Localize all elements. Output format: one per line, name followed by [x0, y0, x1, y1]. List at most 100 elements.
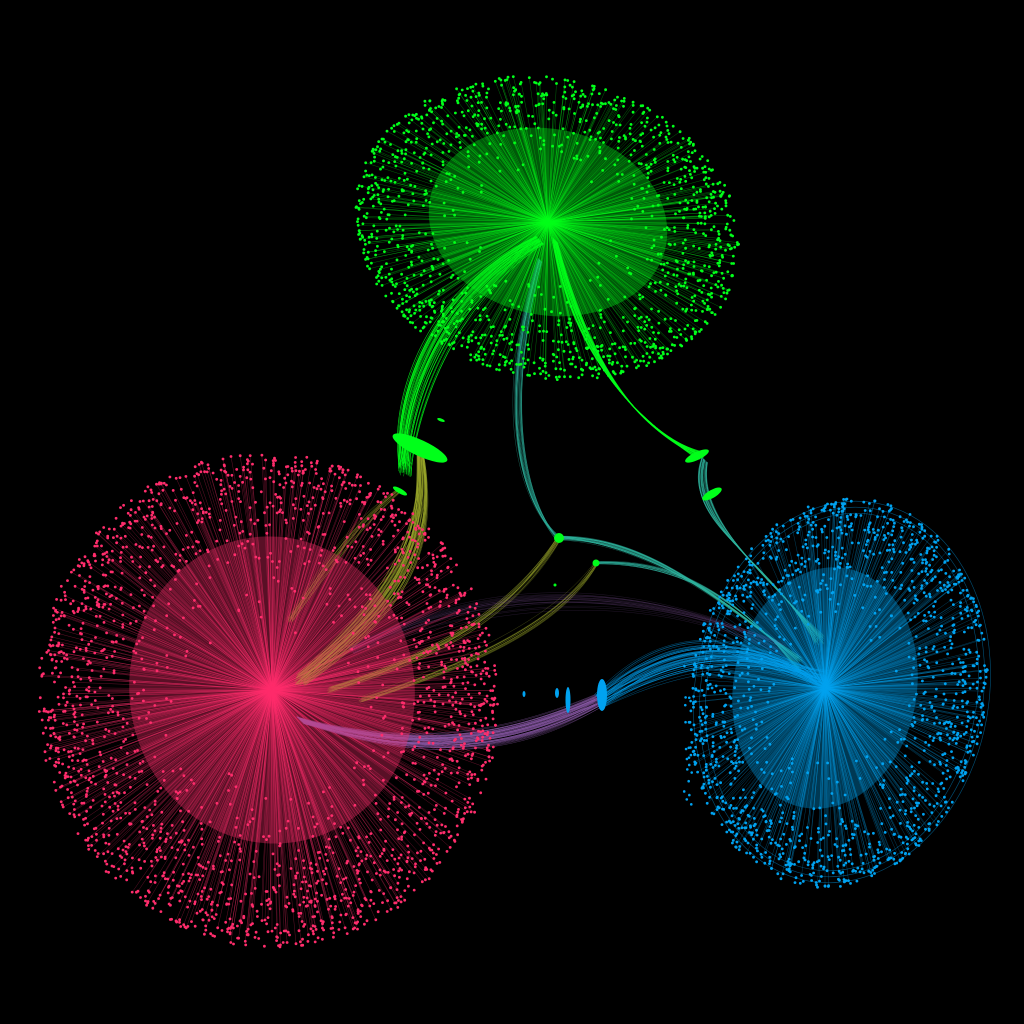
blue-node — [952, 704, 956, 708]
green-node — [606, 297, 610, 301]
pink-node — [189, 778, 193, 782]
pink-node — [42, 672, 45, 676]
green-node — [370, 173, 374, 177]
blue-node — [924, 619, 928, 623]
green-node — [593, 116, 596, 120]
green-node — [698, 278, 702, 282]
pink-node — [372, 861, 376, 865]
blue-node — [917, 652, 921, 656]
pink-node — [463, 812, 466, 815]
green-node — [508, 106, 511, 110]
blue-node — [964, 665, 967, 668]
blue-node — [704, 705, 708, 709]
pink-node — [72, 680, 75, 684]
pink-node — [237, 843, 241, 846]
green-node — [513, 125, 517, 129]
pink-node — [57, 757, 60, 761]
pink-node — [362, 783, 366, 787]
green-node — [663, 317, 667, 321]
blue-node — [907, 655, 911, 659]
blue-node — [919, 553, 923, 556]
pink-node — [457, 766, 461, 770]
green-node — [641, 104, 645, 108]
green-node — [717, 236, 720, 240]
pink-node — [151, 498, 155, 501]
blue-node — [902, 541, 905, 545]
blue-node — [704, 765, 708, 769]
pink-node — [154, 856, 158, 859]
green-node — [500, 83, 503, 87]
green-node — [401, 237, 404, 240]
pink-node — [111, 697, 114, 700]
blue-node — [924, 827, 927, 831]
pink-node — [274, 890, 278, 894]
pink-node — [199, 822, 203, 825]
pink-node — [240, 542, 244, 546]
blue-node — [906, 778, 910, 782]
blue-node — [940, 815, 944, 818]
blue-node — [754, 727, 758, 731]
blue-node — [906, 842, 909, 846]
pink-node — [431, 643, 434, 647]
pink-node — [365, 557, 369, 561]
blue-node — [956, 715, 959, 719]
pink-node — [297, 912, 301, 915]
pink-node — [102, 852, 105, 856]
pink-node — [364, 593, 368, 596]
green-node — [564, 97, 568, 100]
blue-node — [746, 595, 749, 599]
pink-node — [64, 771, 68, 775]
blue-node — [838, 806, 841, 810]
green-node — [664, 293, 667, 297]
green-node — [704, 182, 708, 186]
pink-node — [246, 927, 250, 931]
green-node — [520, 350, 523, 354]
green-cluster-nodes — [354, 75, 740, 381]
green-node — [575, 141, 579, 145]
blue-node — [971, 715, 975, 719]
pink-node — [119, 536, 123, 540]
pink-node — [94, 614, 98, 618]
green-node — [652, 331, 655, 334]
green-node — [440, 307, 444, 311]
green-node — [717, 280, 720, 283]
pink-node — [393, 523, 397, 527]
blue-node — [957, 657, 961, 661]
blue-node — [826, 761, 829, 765]
green-node — [409, 183, 412, 187]
pink-node — [315, 461, 319, 465]
green-node — [412, 273, 416, 277]
pink-node — [457, 808, 460, 811]
blue-node — [740, 671, 744, 675]
green-node — [580, 367, 583, 371]
pink-node — [268, 476, 272, 479]
green-node — [571, 85, 574, 89]
blue-node — [790, 757, 794, 761]
green-node — [452, 322, 456, 325]
blue-node — [913, 769, 916, 773]
pink-node — [206, 860, 210, 864]
green-node — [461, 317, 464, 321]
green-node — [527, 347, 531, 351]
pink-node — [423, 816, 427, 820]
pink-node — [435, 573, 439, 577]
green-node — [477, 354, 480, 358]
pink-node — [193, 474, 197, 478]
green-node — [682, 216, 685, 220]
pink-node — [487, 755, 491, 759]
pink-node — [311, 915, 315, 919]
pink-node — [289, 550, 293, 553]
green-node — [395, 156, 399, 159]
blue-node — [870, 874, 874, 878]
green-cluster-edges — [355, 76, 738, 379]
green-node — [686, 324, 690, 327]
pink-node — [208, 576, 212, 579]
green-node — [474, 95, 478, 98]
pink-node — [115, 817, 119, 820]
pink-node — [161, 488, 165, 492]
pink-node — [87, 778, 91, 782]
green-node — [471, 89, 475, 93]
pink-node — [124, 811, 127, 815]
pink-node — [440, 823, 444, 827]
blue-node — [914, 594, 917, 598]
